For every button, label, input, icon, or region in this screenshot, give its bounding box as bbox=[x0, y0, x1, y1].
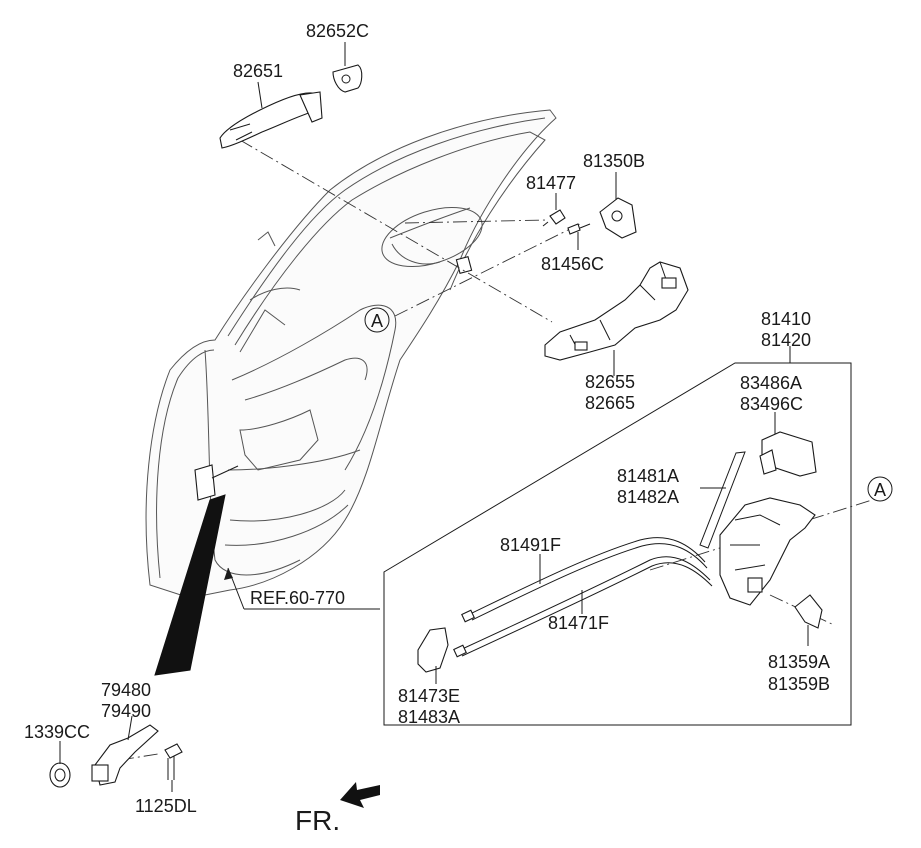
label-fr: FR. bbox=[295, 805, 340, 836]
door-latch bbox=[719, 497, 816, 606]
inside-handle-lever bbox=[417, 627, 449, 673]
label-81359b: 81359B bbox=[768, 674, 830, 694]
rear-door-outline bbox=[145, 109, 557, 599]
label-81350b: 81350B bbox=[583, 151, 645, 171]
label-81481a: 81481A bbox=[617, 466, 679, 486]
actuator-83486a bbox=[759, 431, 817, 477]
label-81482a: 81482A bbox=[617, 487, 679, 507]
wire-harness bbox=[154, 464, 239, 676]
label-ref: REF.60-770 bbox=[250, 588, 345, 608]
label-81456c: 81456C bbox=[541, 254, 604, 274]
label-81473e: 81473E bbox=[398, 686, 460, 706]
label-81410: 81410 bbox=[761, 309, 811, 329]
label-1125dl: 1125DL bbox=[135, 796, 197, 816]
label-81477: 81477 bbox=[526, 173, 576, 193]
callout-a-door bbox=[364, 307, 390, 333]
striker bbox=[794, 594, 823, 629]
label-82665: 82665 bbox=[585, 393, 635, 413]
bracket-81350b bbox=[599, 197, 637, 239]
part-labels: 82652C 82651 81350B 81477 81456C 81410 8… bbox=[24, 21, 886, 836]
callout-a-latch-letter: A bbox=[874, 480, 886, 500]
handle-cover bbox=[332, 64, 363, 93]
label-82652c: 82652C bbox=[306, 21, 369, 41]
label-81483a: 81483A bbox=[398, 707, 460, 727]
label-82651: 82651 bbox=[233, 61, 283, 81]
rod-81481a bbox=[699, 451, 746, 549]
label-83496c: 83496C bbox=[740, 394, 803, 414]
label-79490: 79490 bbox=[101, 701, 151, 721]
nut-1339cc bbox=[49, 762, 71, 788]
ref-arrow bbox=[224, 567, 380, 610]
door-checker bbox=[91, 724, 159, 786]
outside-handle bbox=[219, 91, 323, 149]
callout-a-door-letter: A bbox=[371, 311, 383, 331]
bolt-1125dl bbox=[164, 743, 183, 780]
label-81491f: 81491F bbox=[500, 535, 561, 555]
label-79480: 79480 bbox=[101, 680, 151, 700]
label-81471f: 81471F bbox=[548, 613, 609, 633]
lock-assembly-frame bbox=[383, 362, 852, 726]
bolt-81477 bbox=[542, 209, 566, 227]
label-1339cc: 1339CC bbox=[24, 722, 90, 742]
screw-81456c bbox=[567, 223, 591, 235]
label-81420: 81420 bbox=[761, 330, 811, 350]
callout-a-latch bbox=[867, 476, 893, 502]
label-82655: 82655 bbox=[585, 372, 635, 392]
front-direction-arrow bbox=[340, 782, 380, 808]
cables bbox=[453, 537, 713, 658]
label-81359a: 81359A bbox=[768, 652, 830, 672]
label-83486a: 83486A bbox=[740, 373, 802, 393]
handle-frame bbox=[544, 261, 689, 361]
